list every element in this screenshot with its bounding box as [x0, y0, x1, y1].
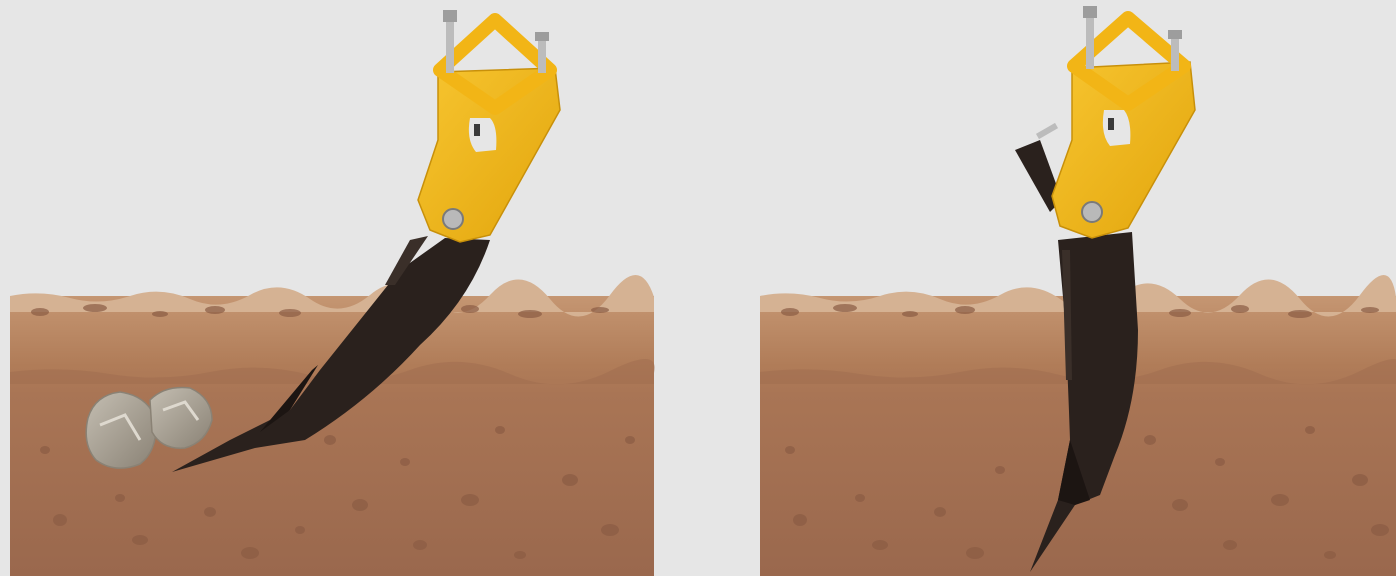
subsoiler-tine-icon	[172, 236, 490, 472]
right-panel	[760, 6, 1396, 576]
bolt-icon	[1081, 201, 1103, 223]
subsoiler-tine-icon	[1015, 122, 1138, 572]
mounting-bracket-icon	[1051, 6, 1196, 239]
stone-icon	[85, 386, 213, 469]
mounting-bracket-icon	[417, 10, 561, 243]
left-panel	[10, 10, 655, 576]
bolt-icon	[442, 208, 464, 230]
soil-pebbles-right	[781, 304, 1389, 559]
soil-pebbles-left	[31, 304, 635, 559]
